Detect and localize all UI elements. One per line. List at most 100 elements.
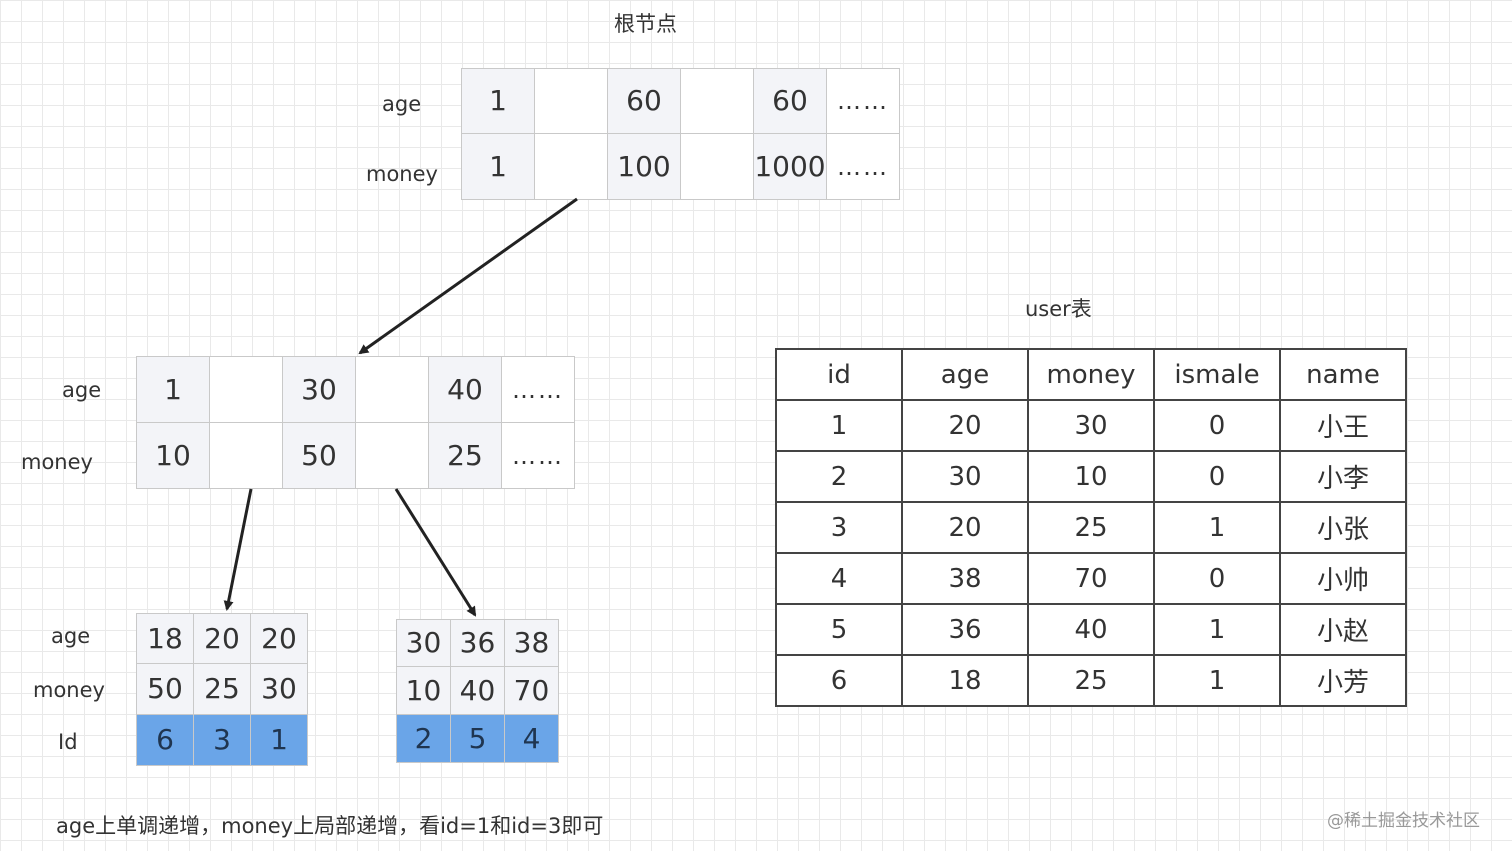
cell-id: 6 bbox=[775, 654, 903, 707]
leaf-money-key: 70 bbox=[505, 667, 559, 715]
leaf-age-key: 38 bbox=[505, 620, 559, 667]
root-money-key: 100 bbox=[608, 134, 681, 200]
leaf-age-key: 20 bbox=[251, 614, 308, 664]
internal-pointer-cell bbox=[210, 357, 283, 423]
column-header: name bbox=[1279, 348, 1407, 401]
internal-ellipsis: …… bbox=[502, 357, 575, 423]
internal-age-key: 1 bbox=[137, 357, 210, 423]
cell-money: 70 bbox=[1027, 552, 1155, 605]
leaf-age-key: 36 bbox=[451, 620, 505, 667]
leaf-id-value: 6 bbox=[137, 715, 194, 766]
cell-age: 20 bbox=[901, 501, 1029, 554]
internal-money-key: 10 bbox=[137, 423, 210, 489]
column-header: id bbox=[775, 348, 903, 401]
cell-age: 38 bbox=[901, 552, 1029, 605]
root-node: 1 60 60 …… 1 100 1000 …… bbox=[461, 68, 900, 200]
table-row: 3 20 25 1 小张 bbox=[775, 501, 1407, 554]
arrow-internal-to-leaf-right bbox=[394, 488, 477, 617]
internal-pointer-cell bbox=[356, 357, 429, 423]
root-money-label: money bbox=[366, 162, 438, 186]
user-table-title: user表 bbox=[1025, 297, 1092, 321]
table-header-row: id age money ismale name bbox=[775, 348, 1407, 401]
cell-age: 30 bbox=[901, 450, 1029, 503]
cell-name: 小王 bbox=[1279, 399, 1407, 452]
internal-ellipsis: …… bbox=[502, 423, 575, 489]
root-money-key: 1000 bbox=[754, 134, 827, 200]
leaf-id-value: 2 bbox=[397, 715, 451, 763]
arrow-root-to-internal bbox=[358, 197, 578, 355]
leaf-id-value: 1 bbox=[251, 715, 308, 766]
cell-age: 20 bbox=[901, 399, 1029, 452]
leaf-age-key: 30 bbox=[397, 620, 451, 667]
column-header: money bbox=[1027, 348, 1155, 401]
root-pointer-cell bbox=[535, 69, 608, 134]
leaf-age-key: 20 bbox=[194, 614, 251, 664]
cell-id: 5 bbox=[775, 603, 903, 656]
root-age-key: 60 bbox=[608, 69, 681, 134]
cell-name: 小赵 bbox=[1279, 603, 1407, 656]
column-header: age bbox=[901, 348, 1029, 401]
cell-ismale: 1 bbox=[1153, 501, 1281, 554]
cell-name: 小帅 bbox=[1279, 552, 1407, 605]
cell-money: 40 bbox=[1027, 603, 1155, 656]
cell-id: 1 bbox=[775, 399, 903, 452]
leaf-node-right: 30 36 38 10 40 70 2 5 4 bbox=[396, 619, 559, 763]
root-age-key: 60 bbox=[754, 69, 827, 134]
cell-age: 18 bbox=[901, 654, 1029, 707]
root-age-key: 1 bbox=[462, 69, 535, 134]
leaf-id-value: 4 bbox=[505, 715, 559, 763]
internal-money-key: 50 bbox=[283, 423, 356, 489]
cell-name: 小张 bbox=[1279, 501, 1407, 554]
cell-id: 3 bbox=[775, 501, 903, 554]
leaf-money-key: 30 bbox=[251, 664, 308, 715]
internal-money-label: money bbox=[21, 450, 93, 474]
internal-age-label: age bbox=[62, 378, 102, 402]
leaf-age-label: age bbox=[51, 624, 91, 648]
root-age-label: age bbox=[382, 92, 422, 116]
cell-ismale: 1 bbox=[1153, 603, 1281, 656]
root-node-title: 根节点 bbox=[614, 12, 677, 36]
cell-age: 36 bbox=[901, 603, 1029, 656]
root-pointer-cell bbox=[681, 134, 754, 200]
cell-ismale: 0 bbox=[1153, 450, 1281, 503]
column-header: ismale bbox=[1153, 348, 1281, 401]
cell-name: 小李 bbox=[1279, 450, 1407, 503]
leaf-node-left: 18 20 20 50 25 30 6 3 1 bbox=[136, 613, 308, 766]
leaf-money-key: 40 bbox=[451, 667, 505, 715]
explanation-note: age上单调递增，money上局部递增，看id=1和id=3即可 bbox=[56, 814, 604, 838]
cell-ismale: 1 bbox=[1153, 654, 1281, 707]
cell-money: 25 bbox=[1027, 501, 1155, 554]
internal-pointer-cell bbox=[356, 423, 429, 489]
leaf-money-key: 25 bbox=[194, 664, 251, 715]
cell-money: 30 bbox=[1027, 399, 1155, 452]
cell-id: 2 bbox=[775, 450, 903, 503]
internal-node: 1 30 40 …… 10 50 25 …… bbox=[136, 356, 575, 489]
leaf-money-label: money bbox=[33, 678, 105, 702]
root-pointer-cell bbox=[681, 69, 754, 134]
root-money-key: 1 bbox=[462, 134, 535, 200]
internal-age-key: 40 bbox=[429, 357, 502, 423]
internal-age-key: 30 bbox=[283, 357, 356, 423]
internal-pointer-cell bbox=[210, 423, 283, 489]
root-pointer-cell bbox=[535, 134, 608, 200]
cell-id: 4 bbox=[775, 552, 903, 605]
cell-name: 小芳 bbox=[1279, 654, 1407, 707]
leaf-id-value: 3 bbox=[194, 715, 251, 766]
root-ellipsis: …… bbox=[827, 69, 900, 134]
table-row: 2 30 10 0 小李 bbox=[775, 450, 1407, 503]
arrow-internal-to-leaf-left bbox=[223, 488, 253, 611]
watermark: @稀土掘金技术社区 bbox=[1327, 811, 1480, 831]
leaf-id-value: 5 bbox=[451, 715, 505, 763]
cell-money: 10 bbox=[1027, 450, 1155, 503]
cell-money: 25 bbox=[1027, 654, 1155, 707]
leaf-id-label: Id bbox=[58, 730, 78, 754]
cell-ismale: 0 bbox=[1153, 552, 1281, 605]
leaf-money-key: 10 bbox=[397, 667, 451, 715]
table-row: 6 18 25 1 小芳 bbox=[775, 654, 1407, 707]
leaf-money-key: 50 bbox=[137, 664, 194, 715]
table-row: 5 36 40 1 小赵 bbox=[775, 603, 1407, 656]
table-row: 4 38 70 0 小帅 bbox=[775, 552, 1407, 605]
leaf-age-key: 18 bbox=[137, 614, 194, 664]
table-row: 1 20 30 0 小王 bbox=[775, 399, 1407, 452]
